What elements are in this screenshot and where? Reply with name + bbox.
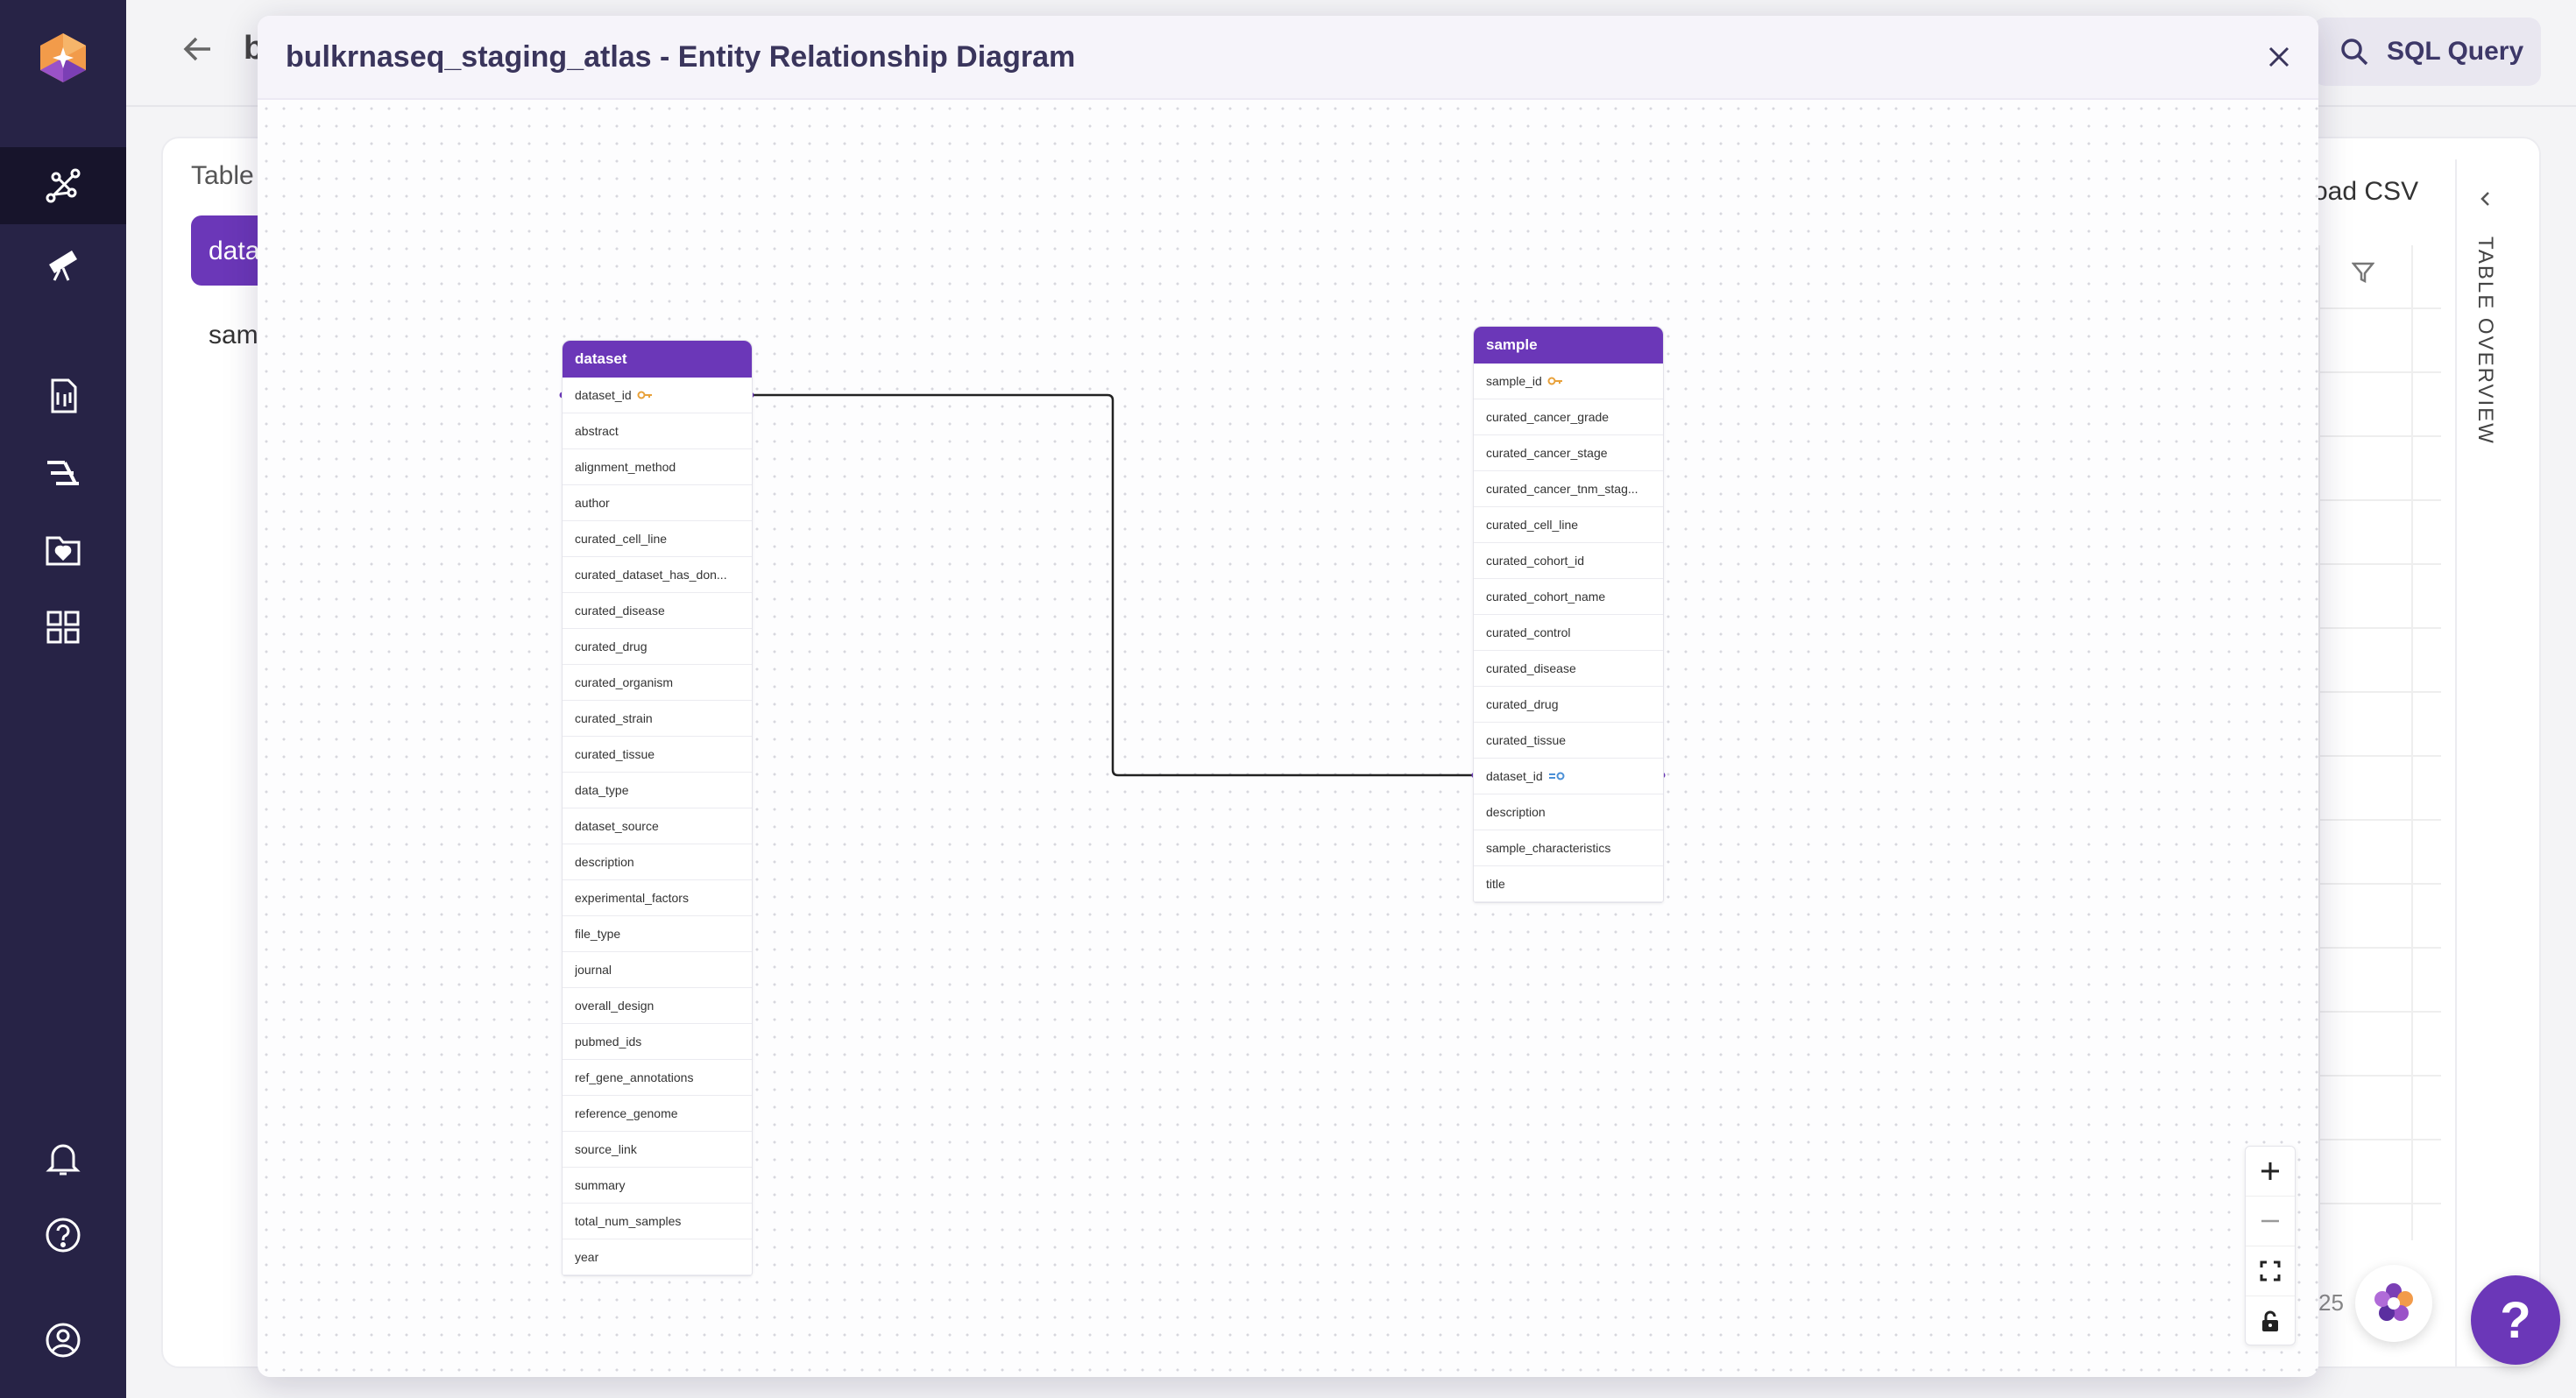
field-row: curated_control [1474,615,1663,651]
field-row: abstract [563,413,752,449]
nav-pipeline-icon[interactable] [0,434,126,512]
nav-telescope-icon[interactable] [0,224,126,301]
field-row: experimental_factors [563,880,752,916]
zoom-out-icon[interactable] [2246,1197,2295,1246]
field-row: description [563,844,752,880]
field-row: overall_design [563,988,752,1024]
overview-panel-divider [2455,159,2457,1368]
field-row: alignment_method [563,449,752,485]
primary-key-icon [637,391,652,399]
fit-view-icon[interactable] [2246,1246,2295,1296]
field-row: source_link [563,1132,752,1168]
field-row: curated_cancer_tnm_stag... [1474,471,1663,507]
field-row: curated_cancer_stage [1474,435,1663,471]
field-row: curated_cohort_id [1474,543,1663,579]
field-row: curated_organism [563,665,752,701]
field-row: curated_disease [1474,651,1663,687]
nav-graph-icon[interactable] [0,147,126,224]
field-row: sample_id [1474,364,1663,399]
field-row: title [1474,866,1663,902]
close-icon[interactable] [2266,44,2292,74]
field-row: total_num_samples [563,1204,752,1239]
field-row: dataset_source [563,808,752,844]
entity-sample-name: sample [1474,327,1663,364]
erd-modal: bulkrnaseq_staging_atlas - Entity Relati… [258,16,2318,1377]
primary-key-icon [1547,377,1562,385]
field-row: description [1474,794,1663,830]
pagination-fragment: 25 [2318,1289,2344,1316]
user-profile-icon[interactable] [0,1302,126,1379]
nav-apps-grid-icon[interactable] [0,589,126,666]
nav-document-settings-icon[interactable] [0,357,126,434]
help-circle-icon[interactable] [0,1197,126,1274]
search-icon [2341,39,2368,66]
modal-title: bulkrnaseq_staging_atlas - Entity Relati… [286,40,1076,74]
field-row: dataset_id [1474,759,1663,794]
modal-header: bulkrnaseq_staging_atlas - Entity Relati… [258,16,2318,100]
entity-dataset-name: dataset [563,341,752,378]
field-row: curated_cell_line [1474,507,1663,543]
grid-column-divider [2411,245,2413,1240]
table-overview-label[interactable]: TABLE OVERVIEW [2473,237,2497,445]
entity-dataset[interactable]: dataset dataset_id abstract alignment_me… [562,340,753,1276]
field-row: curated_cohort_name [1474,579,1663,615]
help-chat-button[interactable]: ? [2471,1275,2560,1365]
left-sidebar [0,0,126,1398]
field-row: sample_characteristics [1474,830,1663,866]
entity-sample[interactable]: sample sample_id curated_cancer_grade cu… [1473,326,1664,903]
table-item-sample[interactable]: sam [209,321,258,350]
data-grid-fragment [2318,245,2441,1240]
notifications-bell-icon[interactable] [0,1119,126,1197]
field-row: journal [563,952,752,988]
field-row: author [563,485,752,521]
field-row: summary [563,1168,752,1204]
field-row: curated_disease [563,593,752,629]
chevron-left-icon[interactable] [2476,189,2495,213]
field-row: curated_tissue [563,737,752,773]
field-row: curated_tissue [1474,723,1663,759]
field-row: curated_strain [563,701,752,737]
field-row: data_type [563,773,752,808]
diagram-controls [2245,1146,2296,1345]
sql-query-button[interactable]: SQL Query [2313,18,2541,86]
sql-query-label: SQL Query [2387,37,2524,66]
assistant-flower-icon [2374,1283,2413,1321]
field-row: curated_cancer_grade [1474,399,1663,435]
field-row: dataset_id [563,378,752,413]
nav-favorites-folder-icon[interactable] [0,512,126,589]
lock-icon[interactable] [2246,1296,2295,1346]
tables-heading: Table [191,161,254,190]
ai-assistant-button[interactable] [2355,1265,2432,1342]
foreign-key-icon [1548,772,1565,780]
filter-icon[interactable] [2351,261,2375,288]
field-row: pubmed_ids [563,1024,752,1060]
app-logo-icon[interactable] [39,32,88,84]
download-csv-button[interactable]: oad CSV [2313,177,2419,206]
field-row: curated_dataset_has_don... [563,557,752,593]
field-row: ref_gene_annotations [563,1060,752,1096]
field-row: year [563,1239,752,1275]
zoom-in-icon[interactable] [2246,1147,2295,1197]
field-row: reference_genome [563,1096,752,1132]
field-row: file_type [563,916,752,952]
field-row: curated_drug [563,629,752,665]
back-arrow-icon[interactable] [180,32,216,71]
field-row: curated_drug [1474,687,1663,723]
field-row: curated_cell_line [563,521,752,557]
